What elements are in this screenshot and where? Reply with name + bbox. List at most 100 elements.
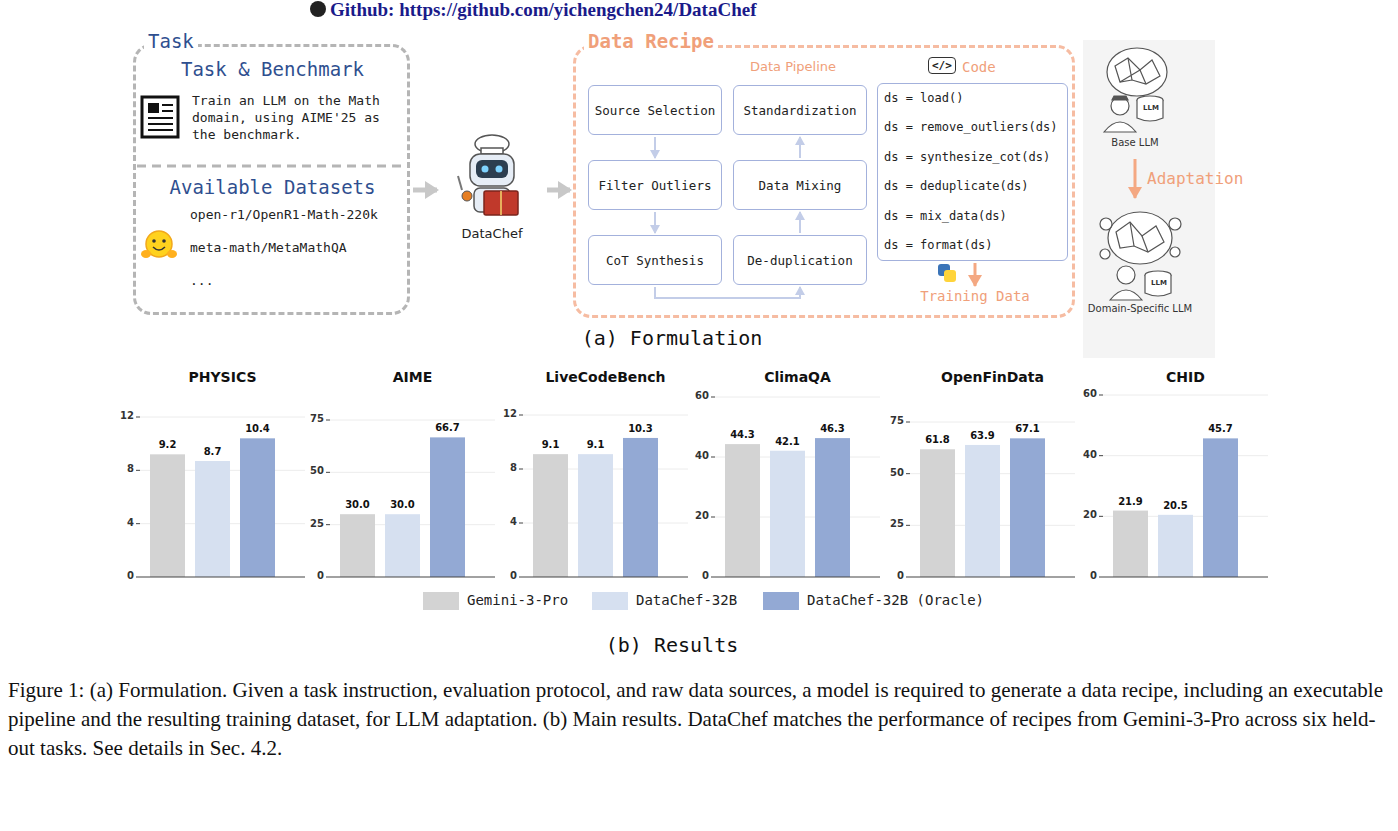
tick-mark (1099, 455, 1103, 456)
tick-mark (906, 422, 910, 423)
document-icon (142, 97, 178, 137)
figure-caption: Figure 1: (a) Formulation. Given a task … (8, 676, 1394, 763)
node-text: ds = load() (884, 84, 1061, 113)
legend-text: Gemini-3-Pro (467, 592, 568, 608)
bar (340, 514, 375, 577)
node-text: ds = format(ds) (884, 231, 1061, 260)
bar (1158, 515, 1193, 577)
axis-tick: 40 (1055, 449, 1097, 460)
node-text: Code (962, 59, 996, 75)
axis-line (715, 576, 880, 577)
chart-title: CHID (1166, 369, 1205, 385)
grid-line (1103, 516, 1268, 517)
robot-chef (458, 135, 518, 215)
bar-value: 46.3 (820, 423, 845, 434)
bar (240, 438, 275, 577)
tick-mark (326, 420, 330, 421)
tick-mark (1099, 395, 1103, 396)
bar-value: 20.5 (1163, 500, 1188, 511)
axis-tick: 40 (667, 450, 709, 461)
tick-mark (519, 523, 523, 524)
code-box: </>Codeds = load()ds = remove_outliers(d… (877, 83, 1068, 261)
axis-tick: 20 (1055, 509, 1097, 520)
axis-tick: 0 (282, 570, 324, 581)
tick-mark (136, 523, 140, 524)
grid-line (910, 473, 1075, 474)
section-divider (137, 165, 407, 168)
axis-tick: 75 (282, 413, 324, 424)
axis-tick: 4 (92, 517, 134, 528)
node-text: Base LLM (1090, 137, 1180, 148)
axis-tick: 25 (862, 518, 904, 529)
bar (1203, 438, 1238, 577)
datachef-agent: DataChef (440, 135, 544, 245)
process-box: Source Selection (588, 85, 722, 135)
axis-tick: 75 (862, 415, 904, 426)
connector-arrow (413, 188, 437, 193)
tick-mark (711, 457, 715, 458)
chart-title: PHYSICS (188, 369, 256, 385)
node-text: De-duplication (747, 253, 852, 268)
node-text: Task & Benchmark (140, 58, 405, 80)
chart-title: OpenFinData (941, 369, 1044, 385)
bar-value: 61.8 (925, 434, 950, 445)
task-panel: TaskTask & BenchmarkTrain an LLM on the … (133, 44, 410, 315)
bar (578, 454, 613, 577)
chart-title: AIME (393, 369, 433, 385)
github-icon (310, 1, 326, 17)
legend-swatch (763, 592, 799, 610)
node-text: Data Mixing (759, 178, 842, 193)
connector-arrow (799, 212, 801, 233)
axis-tick: 50 (282, 465, 324, 476)
grid-line (1103, 395, 1268, 396)
connector-arrow (654, 212, 656, 233)
bar-value: 42.1 (775, 436, 800, 447)
connector-arrow (654, 137, 656, 158)
process-box: Filter Outliers (588, 160, 722, 210)
figure-label: Data Pipeline (750, 59, 836, 74)
legend-text: DataChef-32B (636, 592, 737, 608)
bar-value: 30.0 (390, 499, 415, 510)
bar-value: 10.3 (628, 423, 653, 434)
python-icon (938, 264, 956, 282)
axis-line (910, 576, 1075, 577)
node-text: Task (144, 30, 198, 52)
axis-tick: 8 (92, 463, 134, 474)
node-text: Training Data (915, 288, 1035, 304)
node-text: Source Selection (595, 103, 715, 118)
node-text: DataChef (440, 226, 544, 241)
axis-line (523, 576, 688, 577)
tick-mark (711, 577, 715, 578)
dataset-section: Available Datasetsopen-r1/OpenR1-Math-22… (140, 174, 405, 310)
grid-line (910, 422, 1075, 423)
chart-title: ClimaQA (764, 369, 831, 385)
bar (1113, 511, 1148, 577)
tick-mark (326, 472, 330, 473)
tick-mark (519, 469, 523, 470)
figure-label: (b) Results (606, 633, 738, 657)
bar (920, 449, 955, 577)
tick-mark (326, 577, 330, 578)
grid-line (330, 524, 495, 525)
tick-mark (519, 415, 523, 416)
connector-arrow (655, 287, 800, 298)
axis-tick: 60 (1055, 388, 1097, 399)
figure-label: LLM (1143, 104, 1159, 112)
bar (1010, 438, 1045, 577)
connector-arrow (547, 188, 570, 193)
node-text: meta-math/MetaMathQA (190, 231, 405, 264)
output-label: Training Data (915, 288, 1035, 310)
grid-line (523, 469, 688, 470)
edge-label: Adaptation (1147, 169, 1243, 188)
legend-swatch (423, 592, 459, 610)
chart-title: LiveCodeBench (545, 369, 665, 385)
axis-tick: 0 (667, 570, 709, 581)
connector-arrow (974, 263, 977, 286)
process-box: Data Mixing (733, 160, 867, 210)
bar-value: 9.1 (542, 439, 560, 450)
axis-line (140, 576, 305, 577)
grid-line (715, 397, 880, 398)
bar (770, 451, 805, 577)
node-text: ds = mix_data(ds) (884, 202, 1061, 231)
node-text: ds = synthesize_cot(ds) (884, 143, 1061, 172)
